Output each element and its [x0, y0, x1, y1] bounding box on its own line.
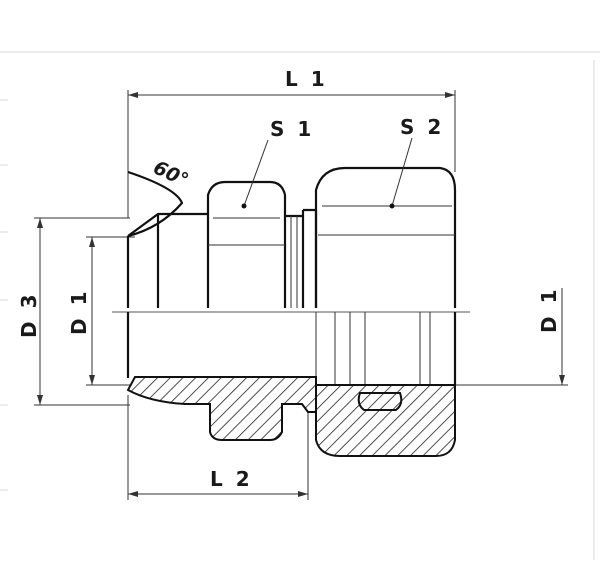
d1-left-label: D 1: [67, 289, 91, 335]
l2-label: L 2: [210, 467, 253, 491]
leader-s1: S 1: [241, 117, 314, 209]
d1-right-label: D 1: [537, 287, 561, 333]
s1-label: S 1: [270, 117, 314, 141]
cone-angle: 60°: [126, 157, 192, 308]
fitting-upper-half: [127, 166, 457, 308]
d3-label: D 3: [17, 292, 41, 338]
s2-label: S 2: [400, 115, 444, 139]
l1-label: L 1: [285, 67, 328, 91]
dimension-d3: D 3: [17, 217, 130, 406]
dimension-d1-left: D 1: [67, 236, 135, 386]
seal-section: [357, 392, 403, 411]
body-section: [126, 376, 317, 441]
dimension-l2: L 2: [127, 395, 309, 500]
dimension-l1: L 1: [127, 67, 456, 218]
page-edge-marks: [0, 51, 600, 560]
nut-section: [315, 384, 456, 457]
fitting-lower-half: [126, 312, 457, 457]
dimension-d1-right: D 1: [455, 287, 568, 386]
leader-s2: S 2: [389, 115, 444, 209]
angle-label: 60°: [150, 157, 192, 192]
